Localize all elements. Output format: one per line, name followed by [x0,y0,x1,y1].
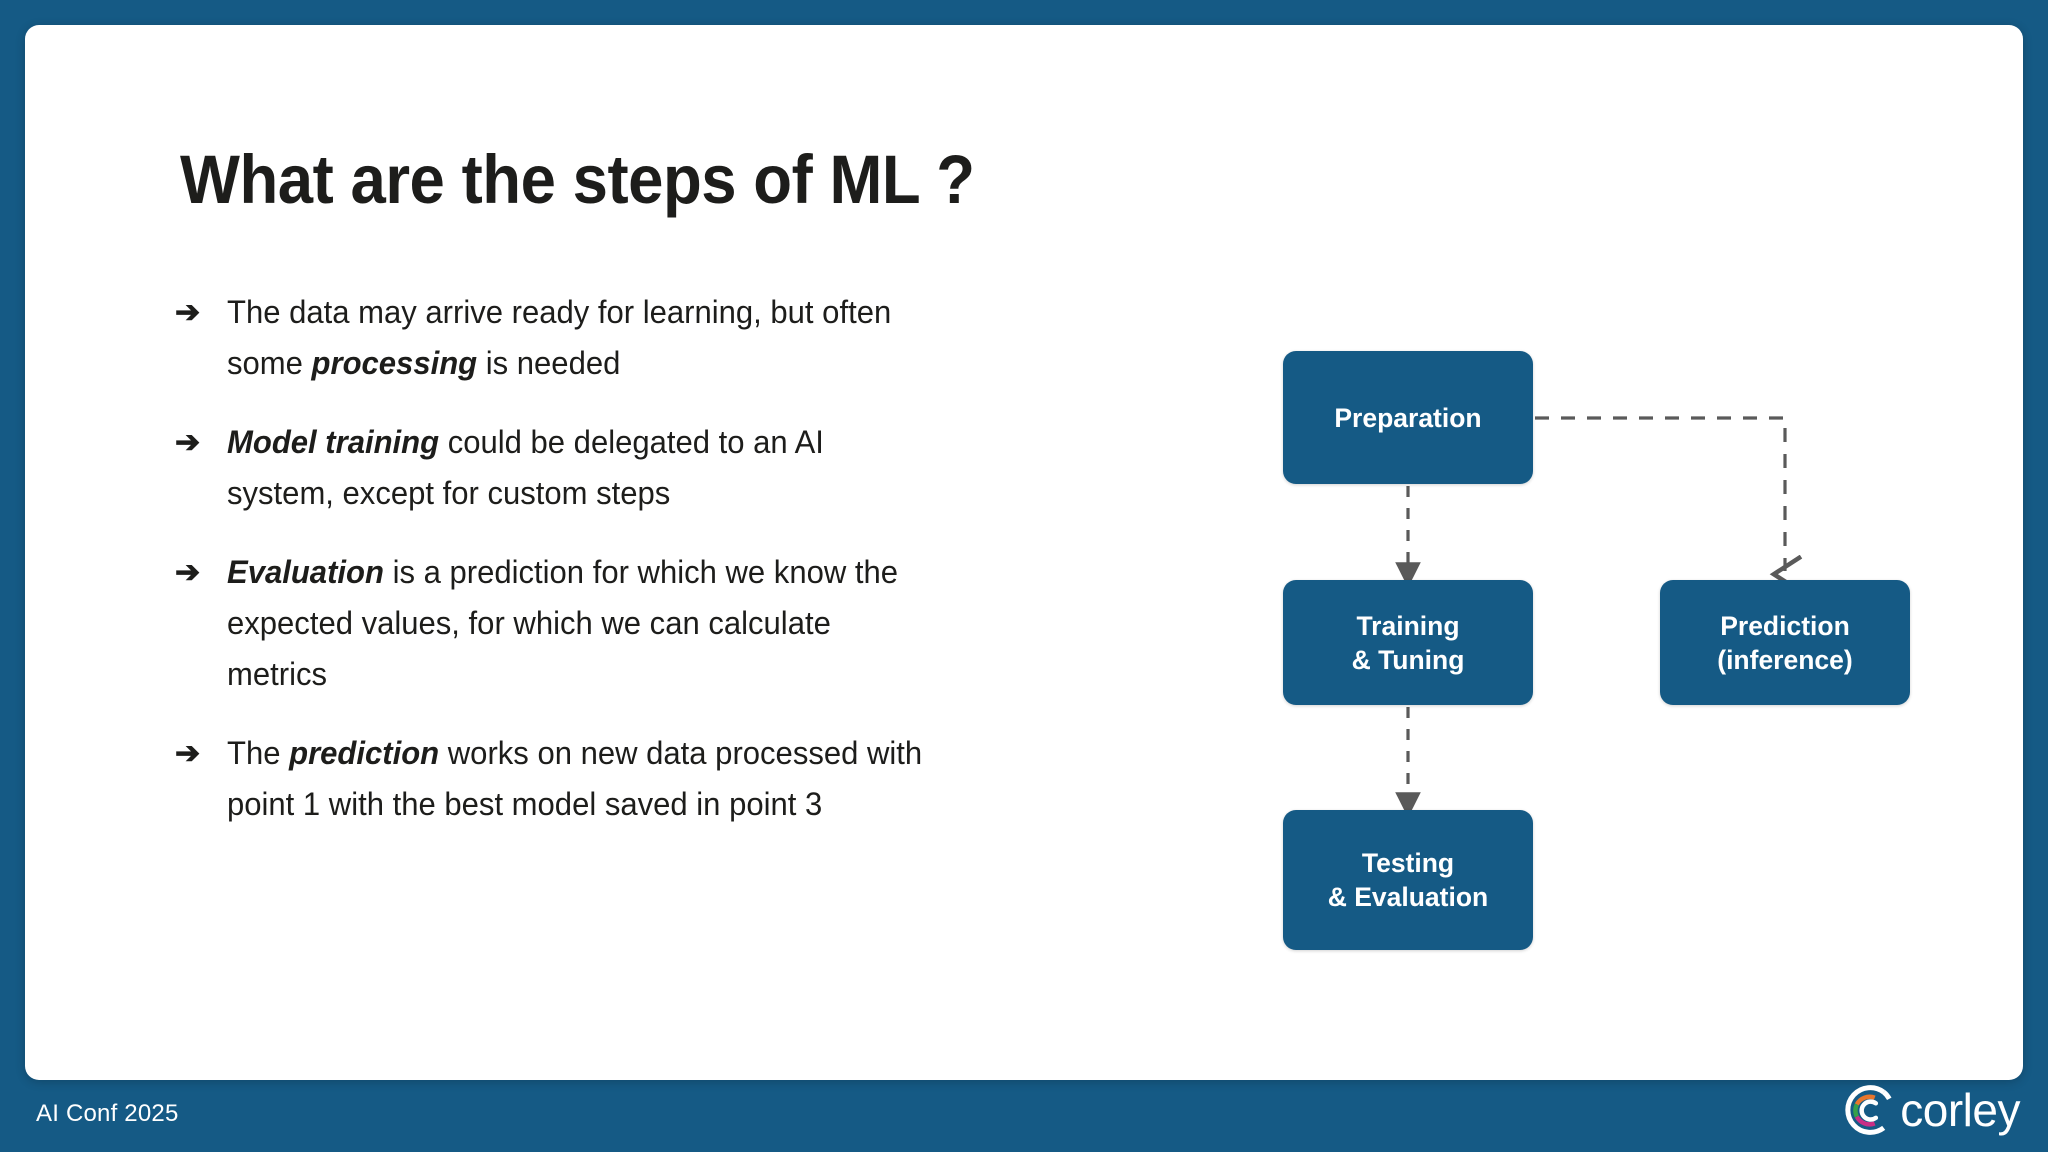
bullet-text-model-training: Model training could be delegated to an … [227,424,824,511]
footer-event-label: AI Conf 2025 [36,1100,179,1127]
brand-wordmark: corley [1900,1084,2020,1136]
flow-node-prediction[interactable]: Prediction (inference) [1660,580,1910,705]
flow-node-testing-line-2: & Evaluation [1327,882,1489,912]
arrow-right-icon: ➔ [175,556,201,589]
flow-node-testing-line-1: Testing [1361,848,1455,878]
page-title: What are the steps of ML ? [180,141,975,218]
corley-circle-icon [1845,1085,1892,1135]
brand-logo: corley [1840,1082,2020,1138]
flow-node-training[interactable]: Training & Tuning [1283,580,1533,705]
bullet-text-evaluation: Evaluation is a prediction for which we … [227,554,899,692]
flow-node-training-line-1: Training [1356,610,1460,641]
list-item: ➔ Evaluation is a prediction for which w… [175,547,955,700]
flow-node-prediction-line-1: Prediction [1720,610,1850,641]
arrow-right-icon: ➔ [175,737,201,770]
arrow-right-icon: ➔ [175,296,201,329]
edge-preparation-prediction [1535,416,1785,571]
flow-node-prediction-line-2: (inference) [1717,644,1853,675]
flow-node-preparation-line-1: Preparation [1334,402,1482,433]
list-item: ➔ Model training could be delegated to a… [175,417,955,519]
bullet-list: ➔ The data may arrive ready for learning… [175,287,955,858]
slide-card: What are the steps of ML ? ➔ The data ma… [25,25,2023,1080]
list-item: ➔ The prediction works on new data proce… [175,728,955,830]
flow-node-preparation[interactable]: Preparation [1283,351,1533,484]
ml-steps-flowchart: Preparation Training & Tuning Testing & … [1205,325,1965,985]
list-item: ➔ The data may arrive ready for learning… [175,287,955,389]
flow-node-training-line-2: & Tuning [1351,644,1465,675]
bullet-text-prediction: The prediction works on new data process… [227,735,923,822]
arrow-right-icon: ➔ [175,426,201,459]
flow-node-testing[interactable]: Testing & Evaluation [1283,810,1533,950]
bullet-text-processing: The data may arrive ready for learning, … [227,294,892,381]
